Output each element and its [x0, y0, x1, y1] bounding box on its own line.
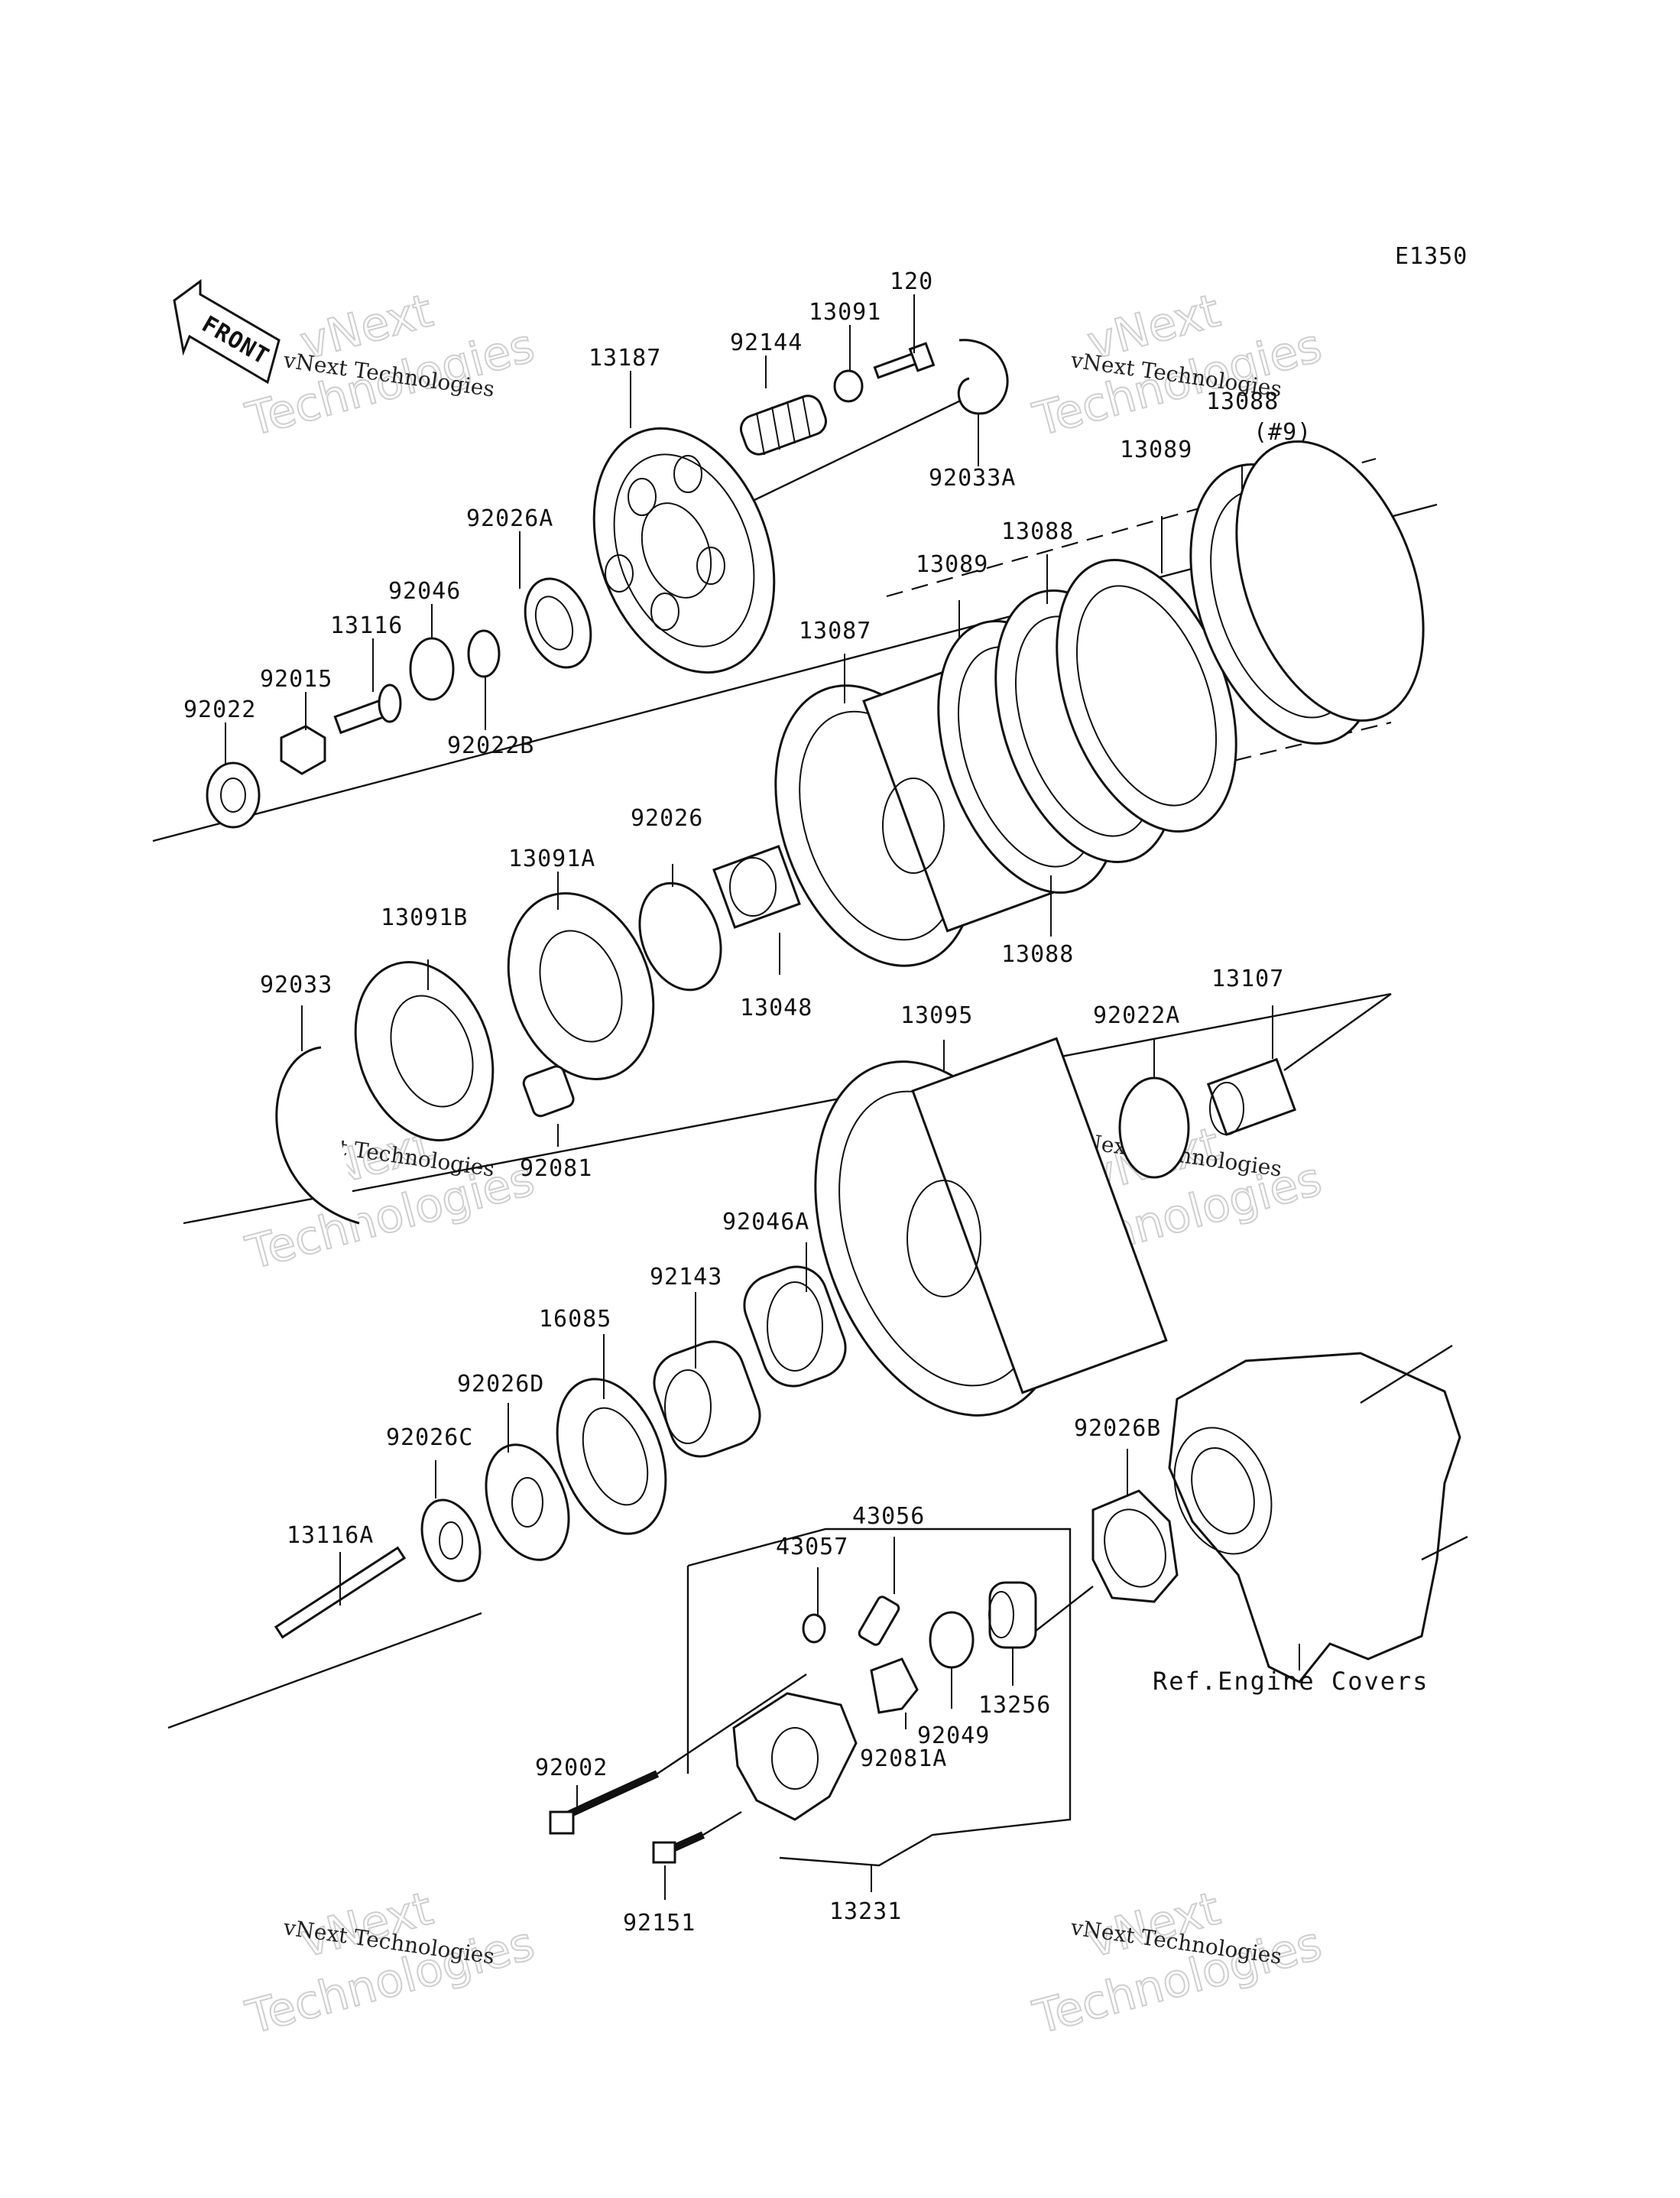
cap-43057 — [802, 1613, 826, 1644]
label-13088-top: 13088 — [1001, 518, 1074, 545]
circlip-92033 — [275, 1046, 360, 1225]
label-13088-9-suffix: (#9) — [1254, 419, 1312, 446]
leader-lines — [225, 294, 1300, 1900]
label-92151: 92151 — [623, 1910, 696, 1937]
axis-line-92002 — [657, 1674, 807, 1774]
sleeve-13048 — [712, 845, 801, 929]
label-92143: 92143 — [650, 1264, 722, 1291]
axis-line-bolt — [752, 396, 968, 502]
axis-line-13107 — [1283, 993, 1392, 1071]
label-13116: 13116 — [330, 612, 403, 639]
watermark-bottom-right: vNext Technologies vNext Technologies — [1027, 1881, 1328, 2046]
front-arrow-icon: FRONT — [173, 279, 281, 385]
label-43057: 43057 — [776, 1534, 848, 1560]
label-13095: 13095 — [900, 1002, 973, 1029]
diagram-code: E1350 — [1395, 243, 1468, 270]
label-13089-top: 13089 — [1120, 437, 1192, 463]
engine-cover — [1168, 1352, 1468, 1683]
nut-92015 — [280, 725, 326, 775]
collar-13107 — [1206, 1057, 1296, 1136]
slave-cylinder-13231 — [732, 1692, 858, 1821]
pressure-plate-13187 — [592, 427, 776, 674]
bolt-120 — [873, 342, 936, 379]
bracket-13231 — [687, 1528, 1072, 1867]
watermark-top-left: vNext Technologies vNext Technologies — [240, 284, 540, 448]
label-43056: 43056 — [852, 1503, 925, 1530]
reference-note: Ref.Engine Covers — [1153, 1667, 1429, 1696]
axis-line-mid — [183, 992, 1392, 1225]
axis-line-92151 — [702, 1810, 742, 1836]
part-labels: 120 13091 92144 13187 92033A 92026A 9204… — [183, 268, 1312, 1937]
label-92022: 92022 — [183, 696, 256, 723]
label-92046: 92046 — [388, 578, 461, 605]
label-13187: 13187 — [589, 345, 661, 372]
label-92026D: 92026D — [457, 1371, 544, 1398]
label-92002: 92002 — [535, 1755, 608, 1781]
collar-13091 — [833, 369, 864, 403]
label-92015: 92015 — [260, 666, 332, 693]
label-13089-mid: 13089 — [916, 551, 988, 578]
washer-92026D — [485, 1443, 570, 1561]
label-92033A: 92033A — [929, 465, 1016, 492]
label-13048: 13048 — [740, 995, 812, 1021]
pusher-13116 — [333, 683, 402, 735]
label-13088-bot: 13088 — [1001, 941, 1074, 968]
plate-13091B — [354, 961, 495, 1141]
label-92022A: 92022A — [1093, 1002, 1180, 1029]
axis-line-low — [167, 1612, 482, 1729]
watermark-bottom-left: vNext Technologies vNext Technologies — [240, 1881, 540, 2046]
label-13087: 13087 — [799, 618, 871, 644]
bearing-92046 — [409, 637, 455, 701]
seal-92049 — [929, 1611, 975, 1669]
label-13256: 13256 — [978, 1692, 1051, 1719]
circlip-92033A — [957, 339, 1009, 415]
gear-16085 — [556, 1378, 667, 1535]
axis-line-cover — [1360, 1344, 1453, 1404]
label-92026: 92026 — [631, 805, 703, 832]
spring-92081A — [870, 1657, 919, 1714]
o-ring-92026 — [638, 881, 722, 992]
piston-13256 — [988, 1581, 1037, 1649]
washer-92022A — [1118, 1076, 1190, 1179]
washer-92026C — [420, 1498, 482, 1583]
label-92049: 92049 — [917, 1722, 990, 1749]
label-120: 120 — [890, 268, 933, 295]
retainer-13091A — [507, 892, 655, 1080]
friction-plate-stack-13088-9 — [1189, 440, 1425, 745]
label-92081: 92081 — [520, 1155, 592, 1182]
label-13231: 13231 — [829, 1898, 902, 1925]
label-13091A: 13091A — [508, 846, 595, 872]
label-13091B: 13091B — [381, 904, 468, 931]
label-13107: 13107 — [1211, 966, 1284, 992]
clutch-housing-13095 — [814, 1037, 1168, 1417]
bearing-92046A — [743, 1265, 847, 1388]
label-92022B: 92022B — [447, 732, 534, 759]
label-92046A: 92046A — [722, 1209, 809, 1235]
bolt-92002 — [549, 1770, 660, 1835]
label-13116A: 13116A — [287, 1522, 374, 1549]
label-13088-9: 13088 — [1206, 388, 1279, 415]
label-92081A: 92081A — [860, 1745, 947, 1772]
gasket-92026B — [1091, 1489, 1179, 1603]
label-16085: 16085 — [539, 1306, 611, 1333]
washer-92022 — [206, 761, 261, 829]
label-92026C: 92026C — [386, 1424, 473, 1451]
friction-plates-13088 — [937, 558, 1237, 894]
spring-92144 — [739, 394, 828, 456]
label-92026B: 92026B — [1074, 1415, 1161, 1442]
ring-92026A — [524, 577, 592, 669]
label-13091: 13091 — [809, 299, 881, 326]
bolt-92151 — [652, 1831, 705, 1864]
bleeder-43056 — [858, 1596, 900, 1646]
label-92026A: 92026A — [466, 505, 553, 532]
label-92144: 92144 — [730, 330, 803, 356]
washer-92022B — [467, 629, 501, 678]
label-92033: 92033 — [260, 972, 332, 998]
sleeve-92143 — [653, 1340, 761, 1458]
spring-92081 — [522, 1065, 575, 1118]
